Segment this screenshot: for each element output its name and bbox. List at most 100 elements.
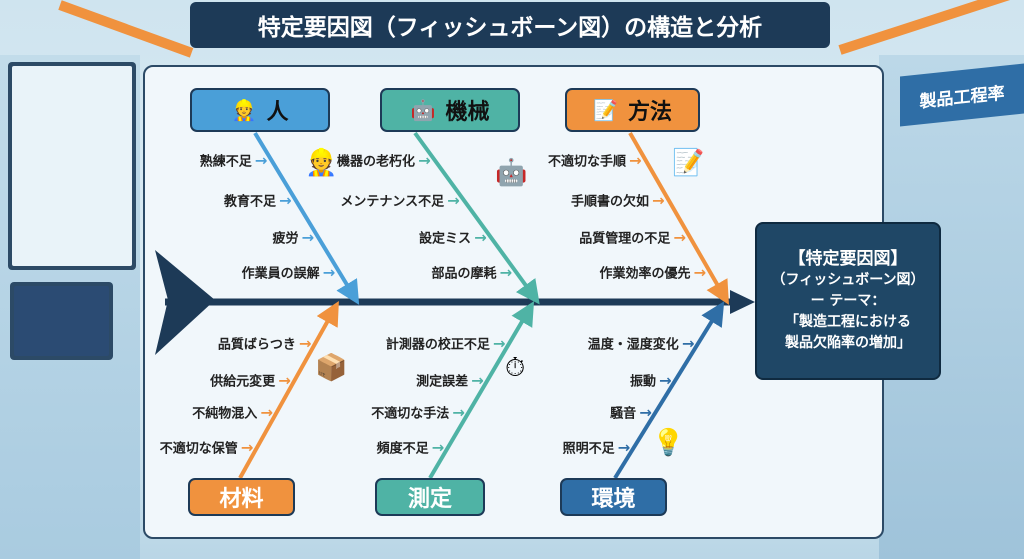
- cause-label: 設定ミス: [419, 231, 472, 247]
- arrow-right-icon: →: [447, 191, 460, 209]
- cause-item: 不適切な保管→: [160, 438, 254, 457]
- arrow-right-icon: →: [693, 263, 707, 281]
- cause-label: 熟練不足: [199, 154, 252, 170]
- cause-label: 作業効率の優先: [599, 266, 691, 282]
- category-box: 🤖 機械: [380, 88, 520, 132]
- cause-item: 供給元変更→: [210, 371, 291, 390]
- cause-label: 不適切な手順: [547, 154, 626, 170]
- bone-1: [253, 131, 360, 305]
- cause-label: 不適切な手法: [371, 406, 450, 422]
- bone-4: [238, 301, 339, 479]
- arrow-right-icon: →: [279, 191, 292, 209]
- background-monitor: [8, 62, 136, 270]
- category-label: 方法: [627, 100, 672, 125]
- cause-item: 振動→: [630, 371, 672, 390]
- spine-arrowhead: [730, 290, 755, 314]
- arrow-right-icon: →: [639, 403, 652, 421]
- cause-item: 疲労→: [272, 228, 314, 247]
- cause-label: 計測器の校正不足: [385, 337, 490, 353]
- cause-item: 教育不足→: [224, 191, 292, 210]
- cause-label: 照明不足: [562, 441, 615, 457]
- process-icon-illustration: 📝: [672, 148, 705, 178]
- cause-label: 頻度不足: [376, 441, 429, 457]
- bulb-icon: 💡: [652, 428, 685, 458]
- arrow-right-icon: →: [628, 151, 642, 169]
- cause-label: 部品の摩耗: [431, 266, 497, 282]
- box-icon: 📦: [315, 353, 348, 383]
- arrow-right-icon: →: [681, 334, 695, 352]
- arrow-right-icon: →: [431, 438, 445, 456]
- cause-label: 供給元変更: [210, 374, 276, 390]
- worker-icon-illustration: 👷: [305, 148, 338, 178]
- gauge-icon: ⏱: [505, 353, 526, 383]
- cause-item: 温度・湿度変化→: [588, 334, 695, 353]
- cause-item: 測定誤差→: [416, 371, 484, 390]
- arrow-right-icon: →: [254, 151, 268, 169]
- cause-label: 疲労: [272, 231, 299, 247]
- category-label: 人: [266, 100, 289, 125]
- cause-item: 設定ミス→: [419, 228, 487, 247]
- arrow-right-icon: →: [652, 191, 665, 209]
- arrow-right-icon: →: [452, 403, 465, 421]
- cause-item: 熟練不足→: [200, 151, 268, 170]
- head-subtitle: （フィッシュボーン図）: [771, 271, 925, 288]
- cause-label: 不適切な保管: [159, 441, 238, 457]
- head-theme-line: 「製造工程における: [785, 313, 911, 330]
- bone-6: [613, 301, 725, 480]
- category-label: 環境: [591, 487, 636, 512]
- cause-item: 手順書の欠如→: [571, 191, 665, 210]
- arrow-right-icon: →: [492, 334, 506, 352]
- cause-item: 機器の老朽化→: [337, 151, 431, 170]
- cause-item: メンテナンス不足→: [340, 191, 459, 210]
- cause-item: 計測器の校正不足→: [386, 334, 506, 353]
- process-icon: 📝: [593, 98, 618, 122]
- arrow-right-icon: →: [617, 438, 631, 456]
- arrow-right-icon: →: [322, 263, 336, 281]
- arrow-right-icon: →: [499, 263, 513, 281]
- bone-3: [628, 132, 729, 305]
- head-theme-label: ー テーマ：: [810, 292, 886, 309]
- machine-icon-illustration: 🤖: [495, 158, 528, 188]
- arrow-right-icon: →: [260, 403, 273, 421]
- arrow-right-icon: →: [673, 228, 686, 246]
- cause-item: 品質ばらつき→: [218, 334, 312, 353]
- cause-item: 不純物混入→: [192, 403, 273, 422]
- background-monitor: [10, 282, 113, 360]
- cause-item: 頻度不足→: [377, 438, 445, 457]
- cause-item: 部品の摩耗→: [432, 263, 513, 282]
- cause-item: 作業員の誤解→: [242, 263, 336, 282]
- category-box: 環境: [560, 478, 667, 516]
- page-title: 特定要因図（フィッシュボーン図）の構造と分析: [190, 2, 830, 48]
- cause-label: 機器の老朽化: [337, 154, 416, 170]
- category-box: 📝 方法: [565, 88, 700, 132]
- cause-label: 振動: [629, 374, 656, 390]
- cause-label: 手順書の欠如: [570, 194, 649, 210]
- cause-label: 不純物混入: [192, 406, 258, 422]
- arrow-right-icon: →: [240, 438, 254, 456]
- machine-icon: 🤖: [410, 98, 436, 122]
- cause-label: 騒音: [610, 406, 637, 422]
- category-label: 機械: [445, 100, 490, 125]
- category-box: 測定: [375, 478, 485, 516]
- cause-label: 品質管理の不足: [579, 231, 671, 247]
- cause-item: 品質管理の不足→: [579, 228, 686, 247]
- head-theme-line: 製品欠陥率の増加」: [785, 334, 911, 351]
- head-title: 【特定要因図】: [788, 248, 908, 269]
- cause-label: 作業員の誤解: [241, 266, 320, 282]
- cause-item: 不適切な手順→: [548, 151, 642, 170]
- category-label: 材料: [219, 487, 264, 512]
- bone-5: [428, 301, 535, 480]
- cause-item: 照明不足→: [563, 438, 631, 457]
- arrow-right-icon: →: [278, 371, 291, 389]
- cause-label: 測定誤差: [416, 374, 469, 390]
- cause-label: 教育不足: [224, 194, 277, 210]
- bone-2: [413, 131, 540, 305]
- cause-label: 温度・湿度変化: [587, 337, 679, 353]
- arrow-right-icon: →: [474, 228, 487, 246]
- cause-label: メンテナンス不足: [340, 194, 445, 210]
- cause-item: 騒音→: [610, 403, 652, 422]
- cause-label: 品質ばらつき: [217, 337, 296, 353]
- worker-icon: 👷: [231, 98, 257, 122]
- category-box: 材料: [188, 478, 295, 516]
